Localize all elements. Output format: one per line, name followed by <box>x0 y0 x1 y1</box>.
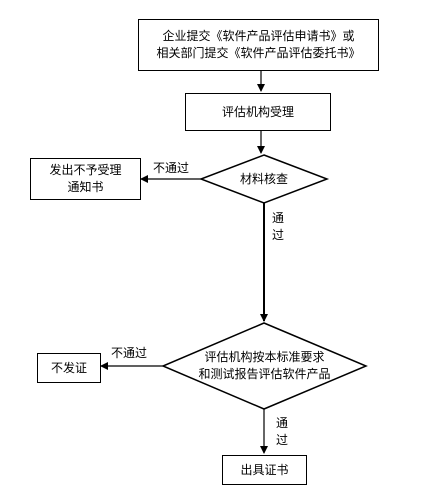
evaluate-pass-label-top: 通 <box>276 416 289 430</box>
issue-certificate-label: 出具证书 <box>240 462 289 477</box>
submit-application-line-1: 企业提交《软件产品评估申请书》或 <box>162 29 355 43</box>
material-check-label: 材料核查 <box>239 171 288 186</box>
check-pass-label-top: 通 <box>272 211 285 225</box>
check-pass-label-bottom: 过 <box>272 228 285 242</box>
evaluate-line-2: 和测试报告评估软件产品 <box>198 367 331 381</box>
evaluation-accept-label: 评估机构受理 <box>221 104 294 119</box>
reject-notice-box: 发出不予受理 通知书 <box>30 158 141 200</box>
evaluate-pass-label-bottom: 过 <box>276 433 289 447</box>
evaluation-accept-box: 评估机构受理 <box>185 93 331 131</box>
evaluate-label-wrap: 评估机构按本标准要求 和测试报告评估软件产品 <box>163 349 366 383</box>
reject-notice-line-1: 发出不予受理 <box>49 163 122 177</box>
issue-certificate-box: 出具证书 <box>222 455 307 485</box>
no-certificate-label: 不发证 <box>50 360 87 375</box>
no-certificate-box: 不发证 <box>37 353 101 383</box>
evaluate-fail-label: 不通过 <box>111 346 148 360</box>
submit-application-box: 企业提交《软件产品评估申请书》或 相关部门提交《软件产品评估委托书》 <box>138 19 379 71</box>
evaluate-line-1: 评估机构按本标准要求 <box>204 350 325 364</box>
check-fail-label: 不通过 <box>153 161 190 175</box>
material-check-label-wrap: 材料核查 <box>201 170 327 188</box>
submit-application-line-2: 相关部门提交《软件产品评估委托书》 <box>156 46 361 60</box>
reject-notice-line-2: 通知书 <box>67 180 104 194</box>
